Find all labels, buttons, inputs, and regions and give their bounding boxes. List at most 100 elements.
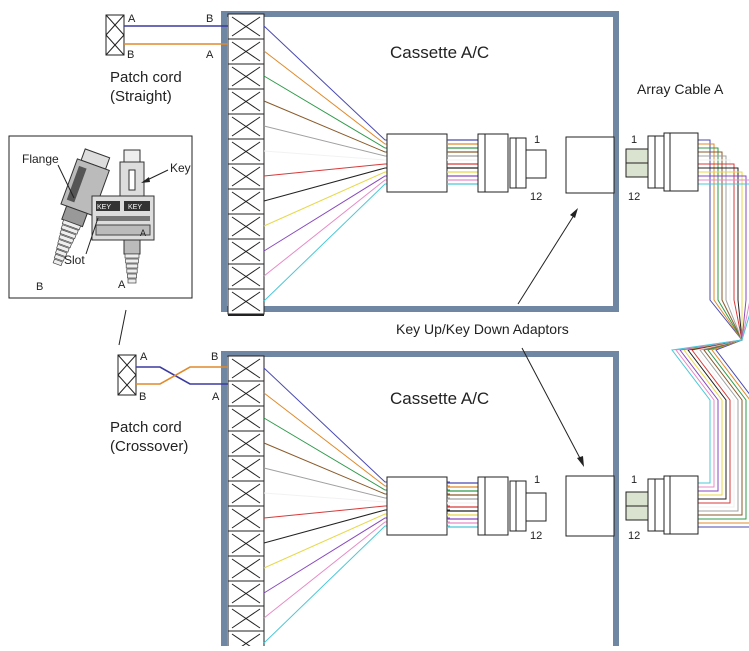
flange-pointer xyxy=(57,164,75,199)
array-fiber-strand xyxy=(698,139,749,528)
mpo-connector-bottom xyxy=(386,476,547,536)
adaptor-top xyxy=(565,136,615,194)
adapter-port-x xyxy=(231,533,261,554)
boot-rib xyxy=(59,229,77,240)
adapter-port-x xyxy=(231,583,261,604)
array-fiber-strand xyxy=(698,151,743,516)
straight-port-b: B xyxy=(127,49,134,61)
clip-key-tag-2: KEY xyxy=(128,204,142,211)
fiber-12-bottom-left: 12 xyxy=(530,530,542,542)
straight-port-b-right: B xyxy=(206,13,213,25)
cross-port-b-right: B xyxy=(211,351,218,363)
boot-rib xyxy=(61,219,82,231)
straight-port-a-right: A xyxy=(206,49,214,61)
sc-connector-right-illustration xyxy=(119,149,145,284)
cross-port-a-right: A xyxy=(212,391,220,403)
array-fiber-strand xyxy=(679,175,747,492)
cross-port-a: A xyxy=(140,351,148,363)
array-fiber-strand xyxy=(695,159,743,508)
adapter-port-x xyxy=(231,166,261,187)
boot-rib xyxy=(56,243,70,253)
boot-rib xyxy=(125,263,139,269)
adapter-port-x xyxy=(231,291,261,312)
mpo-ferrule-tip xyxy=(525,149,547,179)
boot-rib xyxy=(53,253,66,262)
mpo-ferrule-tip xyxy=(525,492,547,522)
array-boot xyxy=(663,475,699,535)
cassette-bottom-label: Cassette A/C xyxy=(390,389,489,408)
array-housing xyxy=(647,135,665,189)
patch-straight-line1: Patch cord xyxy=(110,69,182,86)
array-fiber-strand xyxy=(671,183,749,484)
slot-label: Slot xyxy=(64,253,85,267)
fiber-1-top-left: 1 xyxy=(534,134,540,146)
array-cable-label: Array Cable A xyxy=(637,81,724,97)
inset-label-a: A xyxy=(118,279,126,291)
array-boot xyxy=(663,132,699,192)
array-cable-connectors xyxy=(625,132,699,535)
patch-cross-line1: Patch cord xyxy=(110,419,182,436)
duplex-clip-illustration: KEY KEY xyxy=(91,195,155,241)
array-fiber-strand xyxy=(698,143,749,524)
boot-rib xyxy=(57,238,72,249)
mpo-housing xyxy=(477,476,509,536)
adapter-port-x xyxy=(231,483,261,504)
array-housing xyxy=(647,478,665,532)
adapter-port-x xyxy=(231,608,261,629)
mpo-ferrule-body xyxy=(509,480,527,532)
adapter-port-x xyxy=(231,266,261,287)
fiber-1-top-right: 1 xyxy=(631,134,637,146)
adapter-stack-bottom xyxy=(227,355,265,651)
flange-label: Flange xyxy=(22,152,59,166)
adaptor-arrowhead-down xyxy=(577,456,584,467)
boot-rib xyxy=(52,258,63,267)
boot-rib xyxy=(127,273,137,279)
adapter-port-x xyxy=(231,408,261,429)
key-pointer-head xyxy=(141,177,150,183)
patch-cord-crossover xyxy=(117,354,228,396)
adapter-port-x xyxy=(231,66,261,87)
fiber-1-bottom-left: 1 xyxy=(534,474,540,486)
mpo-boot xyxy=(386,476,448,536)
fiber-12-bottom-right: 12 xyxy=(628,530,640,542)
boot-rib xyxy=(54,248,68,258)
adaptor-arrowhead-up xyxy=(570,208,578,218)
adapter-port-x xyxy=(231,216,261,237)
adapter-port-x xyxy=(231,141,261,162)
fiber-1-bottom-right: 1 xyxy=(631,474,637,486)
array-fiber-strand xyxy=(683,171,743,496)
adapter-port-x xyxy=(231,558,261,579)
adapter-port-x xyxy=(231,358,261,379)
clip-label-a: A xyxy=(140,228,146,238)
slot-pointer xyxy=(85,217,99,255)
adapter-port-x xyxy=(231,91,261,112)
adapter-port-x xyxy=(231,41,261,62)
adaptors-label: Key Up/Key Down Adaptors xyxy=(396,321,569,337)
fiber-12-top-right: 12 xyxy=(628,191,640,203)
fiber-12-top-left: 12 xyxy=(530,191,542,203)
adaptor-arrow-up xyxy=(517,211,577,305)
adapter-port-x xyxy=(231,191,261,212)
boot-rib xyxy=(124,253,140,259)
adapter-port-x xyxy=(231,383,261,404)
adapter-port-x xyxy=(231,16,261,37)
adapter-port-x xyxy=(231,508,261,529)
inset-leader-line xyxy=(118,309,127,346)
adapter-port-x xyxy=(231,116,261,137)
clip-key-tag-1: KEY xyxy=(97,204,111,211)
mpo-connector-top xyxy=(386,133,547,193)
adapter-port-x xyxy=(231,433,261,454)
cassette-top-label: Cassette A/C xyxy=(390,43,489,62)
key-label: Key xyxy=(170,161,191,175)
array-fiber-strand xyxy=(698,155,743,512)
array-cable xyxy=(671,139,749,528)
mpo-ferrule-body xyxy=(509,137,527,189)
patch-cross-line2: (Crossover) xyxy=(110,438,188,455)
inset-label-b: B xyxy=(36,281,43,293)
cross-port-b: B xyxy=(139,391,146,403)
boot-rib xyxy=(60,224,79,235)
mpo-housing xyxy=(477,133,509,193)
adapter-port-x xyxy=(231,241,261,262)
